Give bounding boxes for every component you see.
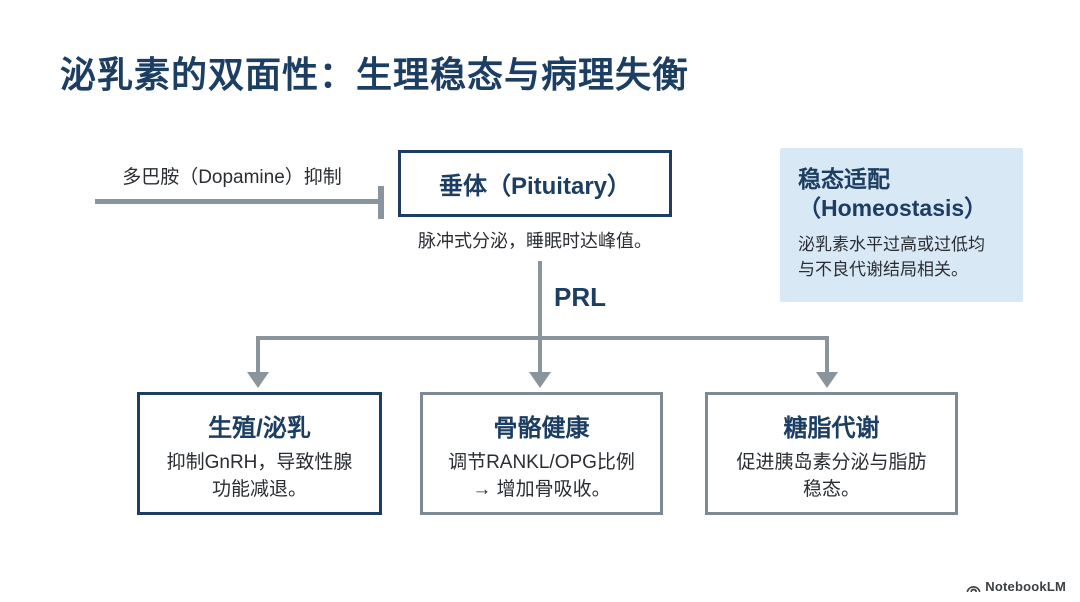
page-title: 泌乳素的双面性：生理稳态与病理失衡 (60, 54, 690, 95)
notebooklm-label: NotebookLM (985, 579, 1066, 594)
pituitary-node-title: 垂体（Pituitary） (438, 173, 632, 200)
branch-drop-right (825, 336, 829, 374)
dopamine-inhibition-label: 多巴胺（Dopamine）抑制 (122, 167, 342, 188)
homeostasis-body: 泌乳素水平过高或过低均 与不良代谢结局相关。 (798, 235, 985, 280)
arrow-down-icon (529, 372, 551, 388)
outcome-body: 调节RANKL/OPG比例 → 增加骨吸收。 (448, 452, 635, 500)
prl-label: PRL (554, 282, 606, 312)
inhibition-tbar-icon (378, 186, 384, 219)
outcome-body: 促进胰岛素分泌与脂肪 稳态。 (736, 452, 927, 500)
outcome-title: 骨骼健康 (493, 415, 590, 442)
outcome-body: 抑制GnRH，导致性腺 功能减退。 (166, 452, 353, 500)
outcome-node-bone-health: 骨骼健康 调节RANKL/OPG比例 → 增加骨吸收。 (420, 392, 663, 515)
outcome-node-metabolism: 糖脂代谢 促进胰岛素分泌与脂肪 稳态。 (705, 392, 958, 515)
homeostasis-callout: 稳态适配 （Homeostasis） 泌乳素水平过高或过低均 与不良代谢结局相关… (780, 148, 1023, 302)
homeostasis-title: 稳态适配 （Homeostasis） (798, 166, 988, 222)
outcome-title: 生殖/泌乳 (208, 415, 311, 442)
branch-line (256, 336, 829, 340)
prl-connector-line (538, 261, 542, 374)
arrow-down-icon (816, 372, 838, 388)
pituitary-node: 垂体（Pituitary） (398, 150, 672, 217)
outcome-title: 糖脂代谢 (783, 415, 880, 442)
pituitary-note: 脉冲式分泌，睡眠时达峰值。 (418, 231, 652, 251)
inhibition-line (95, 199, 379, 204)
notebooklm-watermark: NotebookLM (966, 579, 1066, 594)
outcome-node-reproduction: 生殖/泌乳 抑制GnRH，导致性腺 功能减退。 (137, 392, 382, 515)
arrow-down-icon (247, 372, 269, 388)
notebooklm-icon (966, 581, 981, 593)
branch-drop-left (256, 336, 260, 374)
